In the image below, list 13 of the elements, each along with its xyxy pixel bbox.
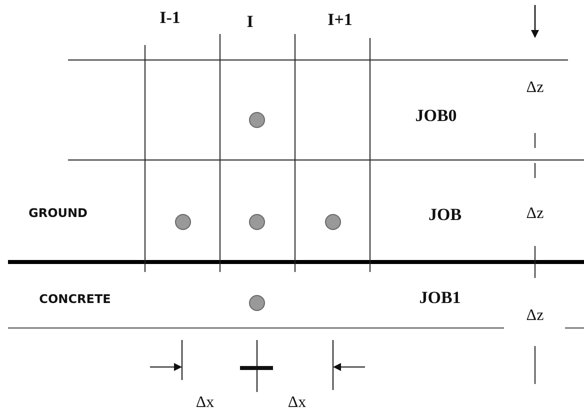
region-label: CONCRETE <box>39 292 111 306</box>
dimension-label: Δx <box>288 394 306 412</box>
column-label: I <box>246 12 254 32</box>
dimension-label: Δx <box>196 394 214 412</box>
column-label: I+1 <box>328 10 352 30</box>
layer-label: JOB1 <box>419 288 461 308</box>
dimension-label: Δz <box>526 79 544 97</box>
layer-label: JOB <box>428 205 462 225</box>
layer-label: JOB0 <box>415 106 457 126</box>
column-label: I-1 <box>160 8 180 28</box>
dimension-label: Δz <box>526 205 544 223</box>
dimension-label: Δz <box>526 307 544 325</box>
region-label: GROUND <box>28 206 88 220</box>
